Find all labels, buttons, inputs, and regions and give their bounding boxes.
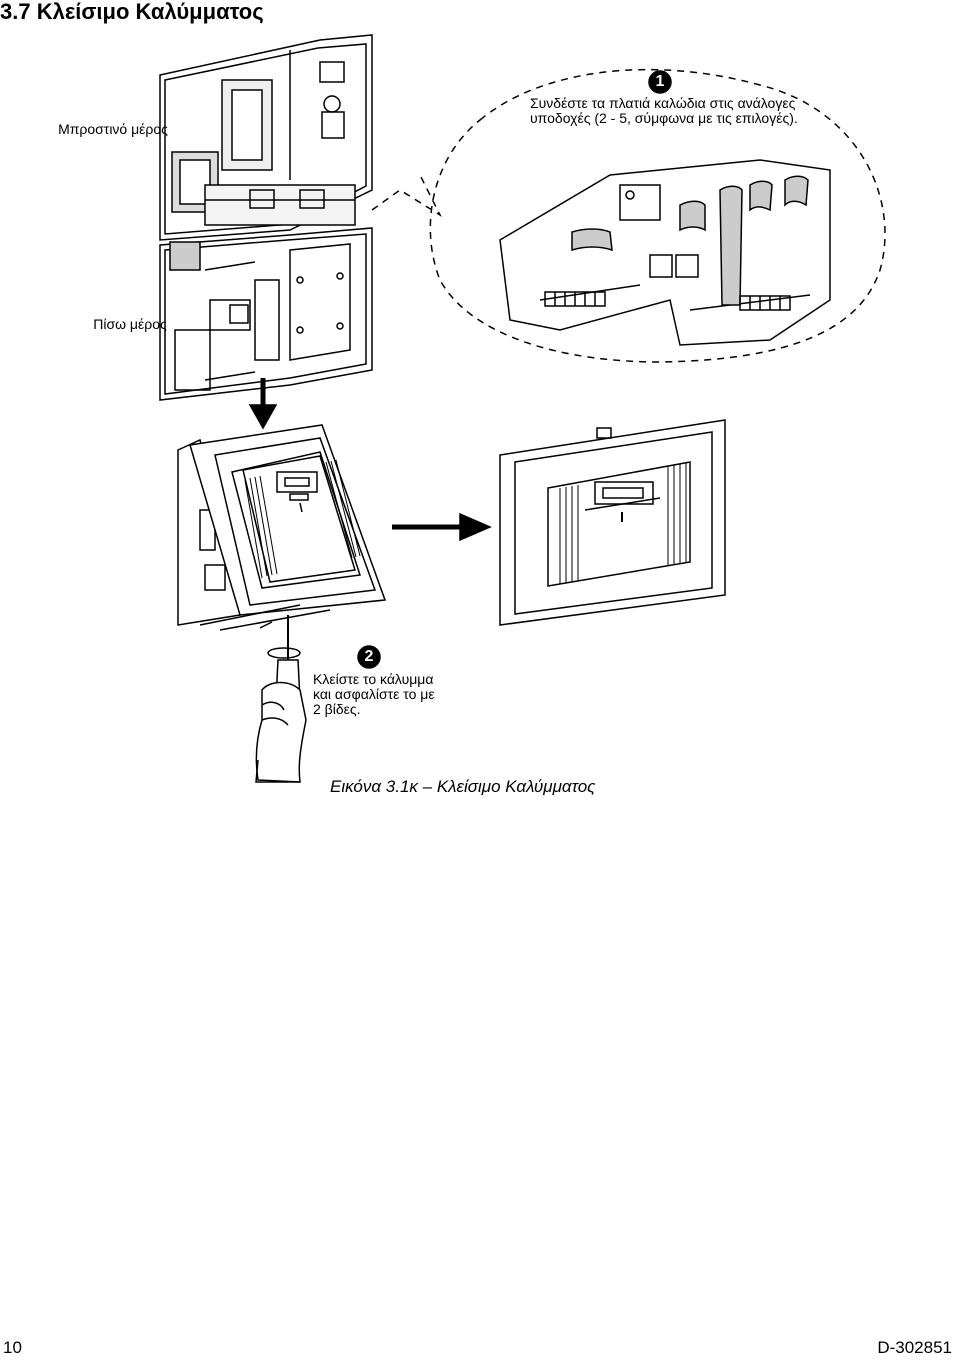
step-2-line-3: 2 βίδες. [313,701,361,717]
figure-caption: Εικόνα 3.1κ – Κλείσιμο Καλύμματος [330,777,596,796]
closing-cover-drawing [177,424,387,631]
step-2-line-1: Κλείστε το κάλυμμα [313,671,434,687]
closed-cover-drawing [499,419,726,626]
back-side-label: Πίσω μέρος [93,316,167,332]
down-arrow-icon [248,378,278,430]
step-2-instruction: Κλείστε το κάλυμμα και ασφαλίστε το με 2… [313,672,493,717]
step-1-line-2: υποδοχές (2 - 5, σύμφωνα με τις επιλογές… [530,110,798,126]
step-2-badge: 2 [364,648,374,665]
step-1-badge-circle [648,70,672,94]
right-arrow-icon [392,512,492,542]
hand-screwdriver-drawing [255,615,307,783]
front-side-label: Μπροστινό μέρος [58,121,168,137]
vent-grille-left [244,475,278,579]
step-1-instruction: Συνδέστε τα πλατιά καλώδια στις ανάλογες… [530,96,830,126]
back-panel-drawing [159,227,373,401]
vent-grille-right [325,459,361,559]
step-2-line-2: και ασφαλίστε το με [313,686,435,702]
step-2-badge-circle [357,645,381,669]
detail-callout-outline [371,68,886,363]
vent-grille-right [667,463,687,565]
section-title: 3.7 Κλείσιμο Καλύμματος [0,0,264,24]
step-1-line-1: Συνδέστε τα πλατιά καλώδια στις ανάλογες [530,95,796,111]
display-window [276,471,318,493]
step-1-badge: 1 [655,73,665,90]
document-code: D-302851 [877,1338,952,1357]
page-number: 10 [3,1338,22,1357]
connector-detail-drawing [499,159,831,346]
vent-grille-left [559,485,579,584]
front-panel-drawing [159,34,373,241]
